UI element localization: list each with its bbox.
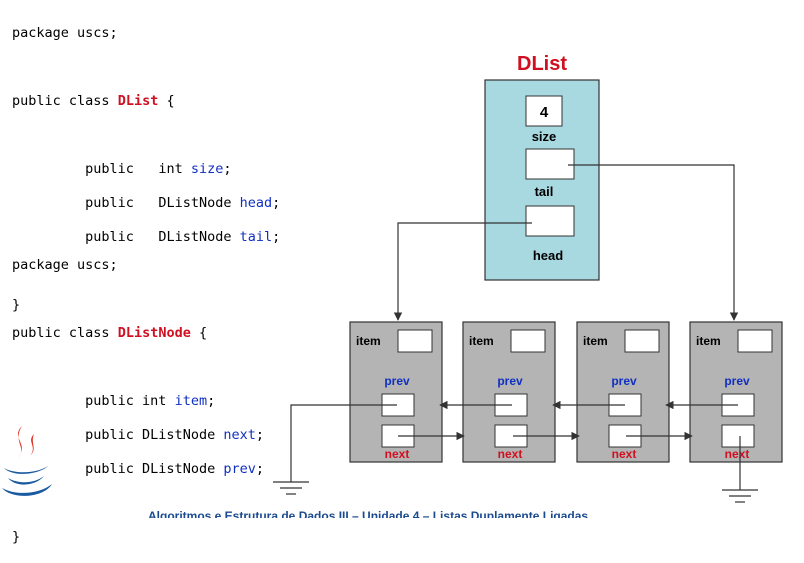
node-next-label: next <box>612 447 637 461</box>
node-item-field <box>510 329 546 353</box>
node-item-field <box>737 329 773 353</box>
node-list: itemprevnextitemprevnextitemprevnextitem… <box>349 321 783 463</box>
node-prev-label: prev <box>724 374 750 388</box>
code-close-brace: } <box>12 529 21 545</box>
node-item-label: item <box>583 334 608 348</box>
list-node: item prev next <box>462 321 556 463</box>
code-dlist: package uscs; public class DList { publi… <box>12 8 280 331</box>
size-value: 4 <box>540 104 549 121</box>
node-prev-label: prev <box>384 374 410 388</box>
list-node: item prev next <box>349 321 443 463</box>
null-prev-link <box>290 404 397 482</box>
code-field-line: public int item; <box>85 393 216 409</box>
list-node: item prev next <box>689 321 783 463</box>
list-node: item prev next <box>576 321 670 463</box>
head-field <box>525 205 575 237</box>
code-field-line: public int size; <box>85 161 232 177</box>
size-field <box>525 95 563 127</box>
head-label: head <box>533 248 563 263</box>
size-label: size <box>532 129 557 144</box>
node-prev-label: prev <box>497 374 523 388</box>
footer-text: Algoritmos e Estrutura de Dados III – Un… <box>148 509 588 518</box>
node-next-label: next <box>725 447 750 461</box>
links <box>290 400 741 490</box>
code-close-brace: } <box>12 297 21 313</box>
code-dlistnode: package uscs; public class DListNode { p… <box>12 240 264 563</box>
node-item-field <box>397 329 433 353</box>
tail-field <box>525 148 575 180</box>
node-item-label: item <box>469 334 494 348</box>
node-item-label: item <box>696 334 721 348</box>
head-pointer <box>393 222 532 321</box>
tail-pointer <box>568 164 739 321</box>
code-class-line: public class DList { <box>12 93 175 109</box>
ground-icon <box>722 489 758 503</box>
code-field-line: public DListNode prev; <box>85 461 264 477</box>
node-prev-label: prev <box>611 374 637 388</box>
code-package-line: package uscs; <box>12 25 118 41</box>
code-field-line: public DListNode next; <box>85 427 264 443</box>
tail-label: tail <box>535 184 554 199</box>
java-logo-icon <box>2 426 52 496</box>
code-package-line: package uscs; <box>12 257 118 273</box>
code-field-line: public DListNode head; <box>85 195 281 211</box>
node-next-label: next <box>498 447 523 461</box>
node-item-label: item <box>356 334 381 348</box>
diagram-title: DList <box>517 53 567 75</box>
ground-icon <box>273 481 309 495</box>
code-class-line: public class DListNode { <box>12 325 208 341</box>
node-next-label: next <box>385 447 410 461</box>
node-next-field <box>721 424 755 448</box>
code-field-line: public DListNode tail; <box>85 229 281 245</box>
node-item-field <box>624 329 660 353</box>
dlist-diagram: DList 4 size tail head item prev next item p… <box>2 53 783 518</box>
